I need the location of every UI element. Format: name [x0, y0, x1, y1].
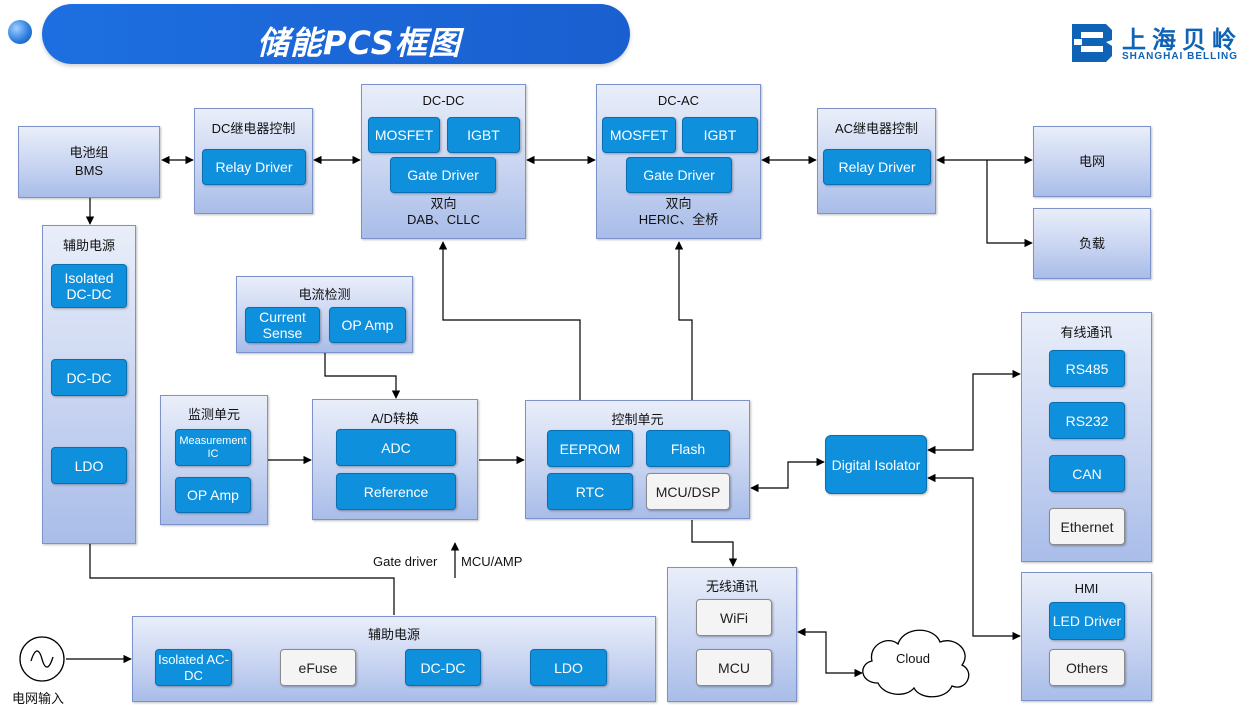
- bms-label: BMS: [74, 163, 104, 178]
- aux-left-title: 辅助电源: [62, 238, 115, 253]
- hmi-others: Others: [1049, 649, 1125, 686]
- logo-chinese-name: 上海贝岭: [1122, 26, 1242, 54]
- dcdc-igbt: IGBT: [447, 117, 520, 153]
- logo-english-name: SHANGHAI BELLING: [1122, 51, 1238, 62]
- ac-relay-panel: AC继电器控制 Relay Driver: [817, 108, 936, 214]
- dcdc-note-bidirectional: 双向: [430, 196, 457, 211]
- monitor-panel: 监测单元 Measurement IC OP Amp: [160, 395, 268, 525]
- grid-panel: 电网: [1033, 126, 1151, 197]
- dcac-mosfet: MOSFET: [602, 117, 676, 153]
- control-unit-panel: 控制单元 EEPROM Flash RTC MCU/DSP: [525, 400, 750, 519]
- mcu-amp-label: MCU/AMP: [461, 554, 523, 569]
- adc-block: ADC: [336, 429, 456, 466]
- dc-relay-driver: Relay Driver: [202, 149, 306, 185]
- hmi-led-driver: LED Driver: [1049, 602, 1125, 640]
- load-panel: 负载: [1033, 208, 1151, 279]
- current-sense-title: 电流检测: [298, 287, 351, 302]
- dcdc-gate-driver: Gate Driver: [390, 157, 496, 193]
- dc-relay-title: DC继电器控制: [211, 121, 296, 136]
- aux-bottom-title: 辅助电源: [367, 627, 420, 642]
- aux-bottom-dcdc: DC-DC: [405, 649, 481, 686]
- monitor-title: 监测单元: [187, 407, 240, 422]
- ac-relay-driver: Relay Driver: [823, 149, 931, 185]
- battery-label: 电池组: [69, 145, 109, 160]
- monitor-measurement-ic: Measurement IC: [175, 429, 251, 466]
- wired-rs485: RS485: [1049, 350, 1125, 387]
- wireless-title: 无线通讯: [705, 579, 758, 594]
- dcac-note-topology: HERIC、全桥: [638, 212, 719, 227]
- wired-comm-panel: 有线通讯 RS485 RS232 CAN Ethernet: [1021, 312, 1152, 562]
- title-bullet-icon: [8, 20, 32, 44]
- grid-input-label: 电网输入: [12, 691, 65, 705]
- dcac-gate-driver: Gate Driver: [626, 157, 732, 193]
- hmi-panel: HMI LED Driver Others: [1021, 572, 1152, 701]
- page-title: 储能PCS框图: [257, 24, 461, 62]
- wired-rs232: RS232: [1049, 402, 1125, 439]
- aux-power-left-panel: 辅助电源 Isolated DC-DC DC-DC LDO: [42, 225, 136, 544]
- control-eeprom: EEPROM: [547, 430, 633, 467]
- belling-logo-icon: [1072, 24, 1112, 62]
- adc-panel: A/D转换 ADC Reference: [312, 399, 478, 520]
- gate-driver-label: Gate driver: [373, 554, 438, 569]
- wireless-wifi: WiFi: [696, 599, 772, 636]
- ac-source-icon: [19, 636, 65, 682]
- grid-label: 电网: [1078, 154, 1105, 169]
- wireless-comm-panel: 无线通讯 WiFi MCU: [667, 567, 797, 702]
- adc-title: A/D转换: [371, 411, 419, 426]
- aux-power-bottom-panel: 辅助电源 Isolated AC-DC eFuse DC-DC LDO: [132, 616, 656, 702]
- ac-relay-title: AC继电器控制: [834, 121, 919, 136]
- dcac-panel: DC-AC MOSFET IGBT Gate Driver 双向 HERIC、全…: [596, 84, 761, 239]
- dcdc-mosfet: MOSFET: [368, 117, 440, 153]
- hmi-title: HMI: [1074, 581, 1099, 596]
- dcac-note-bidirectional: 双向: [665, 196, 692, 211]
- wired-title: 有线通讯: [1060, 325, 1113, 340]
- dcdc-panel: DC-DC MOSFET IGBT Gate Driver 双向 DAB、CLL…: [361, 84, 526, 239]
- dcdc-note-topology: DAB、CLLC: [407, 212, 480, 227]
- control-rtc: RTC: [547, 473, 633, 510]
- wired-ethernet: Ethernet: [1049, 508, 1125, 545]
- current-sense-block: Current Sense: [245, 307, 320, 343]
- aux-left-isolated-dcdc: Isolated DC-DC: [51, 264, 127, 308]
- current-sense-panel: 电流检测 Current Sense OP Amp: [236, 276, 413, 353]
- aux-bottom-ldo: LDO: [530, 649, 607, 686]
- monitor-opamp: OP Amp: [175, 477, 251, 513]
- control-flash: Flash: [646, 430, 730, 467]
- load-label: 负载: [1078, 236, 1105, 251]
- control-title: 控制单元: [611, 412, 664, 427]
- aux-left-dcdc: DC-DC: [51, 359, 127, 396]
- aux-bottom-efuse: eFuse: [280, 649, 356, 686]
- control-mcu-dsp: MCU/DSP: [646, 473, 730, 510]
- dc-relay-panel: DC继电器控制 Relay Driver: [194, 108, 313, 214]
- current-sense-opamp: OP Amp: [329, 307, 406, 343]
- dcac-igbt: IGBT: [682, 117, 758, 153]
- aux-bottom-isolated-acdc: Isolated AC-DC: [155, 649, 232, 686]
- digital-isolator: Digital Isolator: [825, 435, 927, 494]
- wired-can: CAN: [1049, 455, 1125, 492]
- dcac-title: DC-AC: [657, 93, 700, 108]
- battery-bms-panel: 电池组 BMS: [18, 126, 160, 198]
- title-banner: 储能PCS框图: [42, 4, 630, 64]
- wireless-mcu: MCU: [696, 649, 772, 686]
- reference-block: Reference: [336, 473, 456, 510]
- dcdc-title: DC-DC: [422, 93, 465, 108]
- aux-left-ldo: LDO: [51, 447, 127, 484]
- cloud-label: Cloud: [896, 651, 930, 666]
